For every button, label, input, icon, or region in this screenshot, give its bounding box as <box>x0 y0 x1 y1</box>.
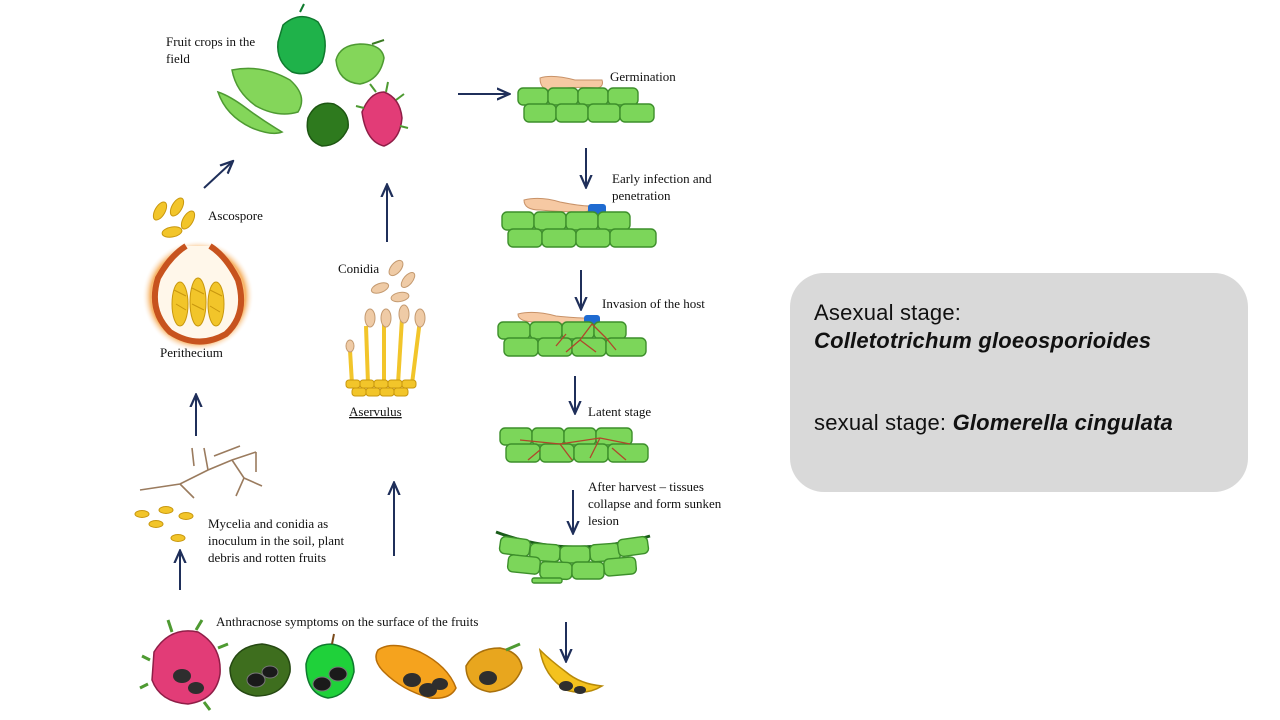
latent-label: Latent stage <box>588 404 651 419</box>
pathogen-stages-box: Asexual stage: Colletotrichum gloeospori… <box>790 273 1248 492</box>
sexual-stage-line: sexual stage: Glomerella cingulata <box>814 409 1230 437</box>
after-harvest-label-line3: lesion <box>588 513 620 528</box>
germination-cells-icon <box>517 75 655 123</box>
conidia-icon <box>370 259 416 303</box>
latent-cells-icon <box>499 427 649 463</box>
after-harvest-label-line1: After harvest – tissues <box>588 479 704 494</box>
perithecium-label: Perithecium <box>160 345 223 360</box>
collapsed-tissue-icon <box>495 530 651 584</box>
conidia-label: Conidia <box>338 261 379 276</box>
fruit-crops-icon <box>216 3 409 147</box>
ascospore-label: Ascospore <box>208 208 263 223</box>
fruit-crops-label-line1: Fruit crops in the <box>166 34 255 49</box>
sexual-stage-name: Glomerella cingulata <box>952 410 1173 435</box>
infected-fruits-icon <box>139 619 605 711</box>
asexual-stage-label: Asexual stage: <box>814 300 962 325</box>
mycelium-icon <box>134 445 263 542</box>
mycelia-label-line3: debris and rotten fruits <box>208 550 326 565</box>
sexual-stage-label: sexual stage: <box>814 410 953 435</box>
asexual-stage-name: Colletotrichum gloeosporioides <box>814 328 1152 353</box>
acervulus-icon <box>345 304 426 397</box>
aservulus-label: Aservulus <box>349 404 402 419</box>
anthracnose-label: Anthracnose symptoms on the surface of t… <box>216 614 478 629</box>
mycelia-label-line1: Mycelia and conidia as <box>208 516 328 531</box>
disease-cycle-diagram: Fruit crops in the field Germination Ear… <box>134 3 722 711</box>
invasion-label: Invasion of the host <box>602 296 705 311</box>
arrow-ascospore-to-fruits <box>203 162 232 189</box>
after-harvest-label-line2: collapse and form sunken <box>588 496 722 511</box>
early-infection-label-line1: Early infection and <box>612 171 712 186</box>
mycelia-label-line2: inoculum in the soil, plant <box>208 533 345 548</box>
ascospore-icon <box>152 197 196 238</box>
germination-label: Germination <box>610 69 676 84</box>
asexual-stage-name-line: Colletotrichum gloeosporioides <box>814 327 1230 355</box>
early-infection-cells-icon <box>501 197 657 248</box>
early-infection-label-line2: penetration <box>612 188 671 203</box>
invasion-cells-icon <box>497 311 647 357</box>
fruit-crops-label-line2: field <box>166 51 190 66</box>
perithecium-icon <box>142 240 254 352</box>
